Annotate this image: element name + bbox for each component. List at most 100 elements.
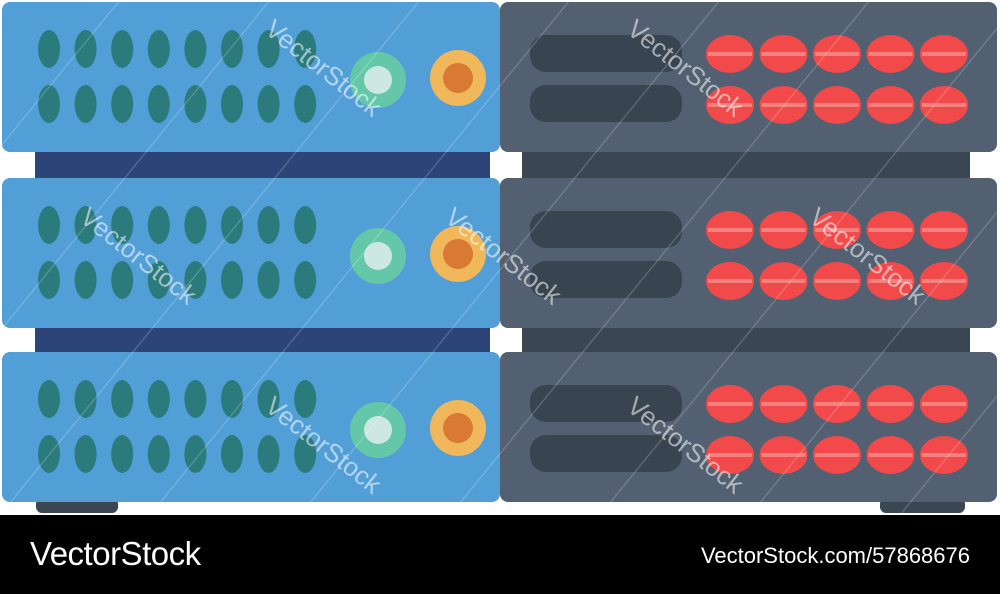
drive-slot	[530, 261, 682, 298]
vent-slot	[184, 261, 207, 299]
status-led-highlight	[708, 52, 752, 56]
watermark-line	[749, 207, 1000, 515]
watermark-line	[299, 0, 721, 515]
server-port-panel	[500, 178, 997, 328]
vent-slot	[38, 30, 60, 68]
server-unit	[2, 178, 997, 328]
status-led-highlight	[922, 228, 966, 232]
vent-slot	[111, 85, 134, 123]
status-led-highlight	[815, 52, 859, 56]
brand-logo-text: VectorStock	[30, 535, 201, 572]
vent-slot	[221, 380, 243, 418]
vent-slot	[221, 85, 243, 123]
vent-slot	[38, 85, 60, 123]
rack-strip-right	[522, 325, 970, 353]
status-led-highlight	[708, 228, 752, 232]
server-front-panel	[2, 352, 500, 502]
drive-slot	[530, 85, 682, 122]
watermark-line	[599, 23, 1000, 515]
vent-slot	[184, 206, 207, 244]
drive-slot	[530, 435, 682, 472]
vent-slot	[257, 435, 280, 473]
vent-slot	[74, 380, 97, 418]
watermark-line	[0, 0, 271, 333]
vent-slot	[294, 30, 317, 68]
status-led-highlight	[708, 103, 752, 107]
status-led-highlight	[761, 453, 806, 457]
status-led-highlight	[761, 279, 806, 283]
vent-slot	[257, 261, 280, 299]
drive-slot	[530, 385, 682, 422]
vent-slot	[74, 30, 97, 68]
status-led-highlight	[761, 228, 806, 232]
vent-slot	[147, 30, 170, 68]
reset-button-core	[443, 239, 473, 269]
vent-slot	[74, 261, 97, 299]
vent-slot	[111, 380, 134, 418]
drive-slot	[530, 211, 682, 248]
server-port-panel	[500, 352, 997, 502]
vent-slot	[184, 85, 207, 123]
rack-strip-left	[35, 150, 490, 178]
vent-slot	[147, 380, 170, 418]
power-button-core	[364, 416, 392, 444]
watermark-line	[149, 0, 571, 515]
reset-button-core	[443, 413, 473, 443]
status-led-highlight	[708, 279, 752, 283]
status-led-highlight	[922, 103, 966, 107]
watermark-line	[0, 0, 421, 515]
vent-slot	[111, 30, 134, 68]
status-led-highlight	[815, 103, 859, 107]
server-unit	[2, 352, 997, 502]
status-led-highlight	[761, 52, 806, 56]
status-led-highlight	[922, 402, 966, 406]
vent-slot	[184, 435, 207, 473]
server-rack	[2, 2, 997, 513]
server-front-panel	[2, 2, 500, 152]
vent-slot	[111, 206, 134, 244]
vent-slot	[294, 435, 317, 473]
vent-slot	[147, 206, 170, 244]
status-led-highlight	[708, 453, 752, 457]
vent-slot	[294, 85, 317, 123]
status-led-highlight	[815, 402, 859, 406]
status-led-highlight	[868, 402, 913, 406]
vent-slot	[294, 261, 317, 299]
vent-slot	[74, 435, 97, 473]
vent-slot	[257, 85, 280, 123]
vent-slot	[147, 85, 170, 123]
watermark-line	[0, 0, 121, 149]
vent-slot	[221, 261, 243, 299]
vent-slot	[221, 30, 243, 68]
status-led-highlight	[815, 228, 859, 232]
status-led-highlight	[761, 103, 806, 107]
vent-slot	[111, 435, 134, 473]
status-led-highlight	[815, 279, 859, 283]
vent-slot	[74, 85, 97, 123]
vent-slot	[38, 435, 60, 473]
vent-slot	[74, 206, 97, 244]
power-button-core	[364, 66, 392, 94]
vent-slot	[184, 30, 207, 68]
vent-slot	[38, 206, 60, 244]
status-led-highlight	[708, 402, 752, 406]
rack-strip-left	[35, 325, 490, 353]
watermark-line	[449, 0, 871, 515]
power-button-core	[364, 242, 392, 270]
vent-slot	[221, 435, 243, 473]
footer-bar: VectorStock VectorStock.com/57868676	[0, 515, 1000, 594]
vent-slot	[184, 380, 207, 418]
status-led-highlight	[868, 228, 913, 232]
server-front-panel	[2, 178, 500, 328]
vent-slot	[147, 435, 170, 473]
status-led-highlight	[868, 52, 913, 56]
vent-slot	[38, 261, 60, 299]
vent-slot	[257, 206, 280, 244]
status-led-highlight	[815, 453, 859, 457]
stock-id-text: VectorStock.com/57868676	[700, 543, 970, 568]
drive-slot	[530, 35, 682, 72]
server-port-panel	[500, 2, 997, 152]
status-led-highlight	[868, 453, 913, 457]
rack-strip-right	[522, 150, 970, 178]
